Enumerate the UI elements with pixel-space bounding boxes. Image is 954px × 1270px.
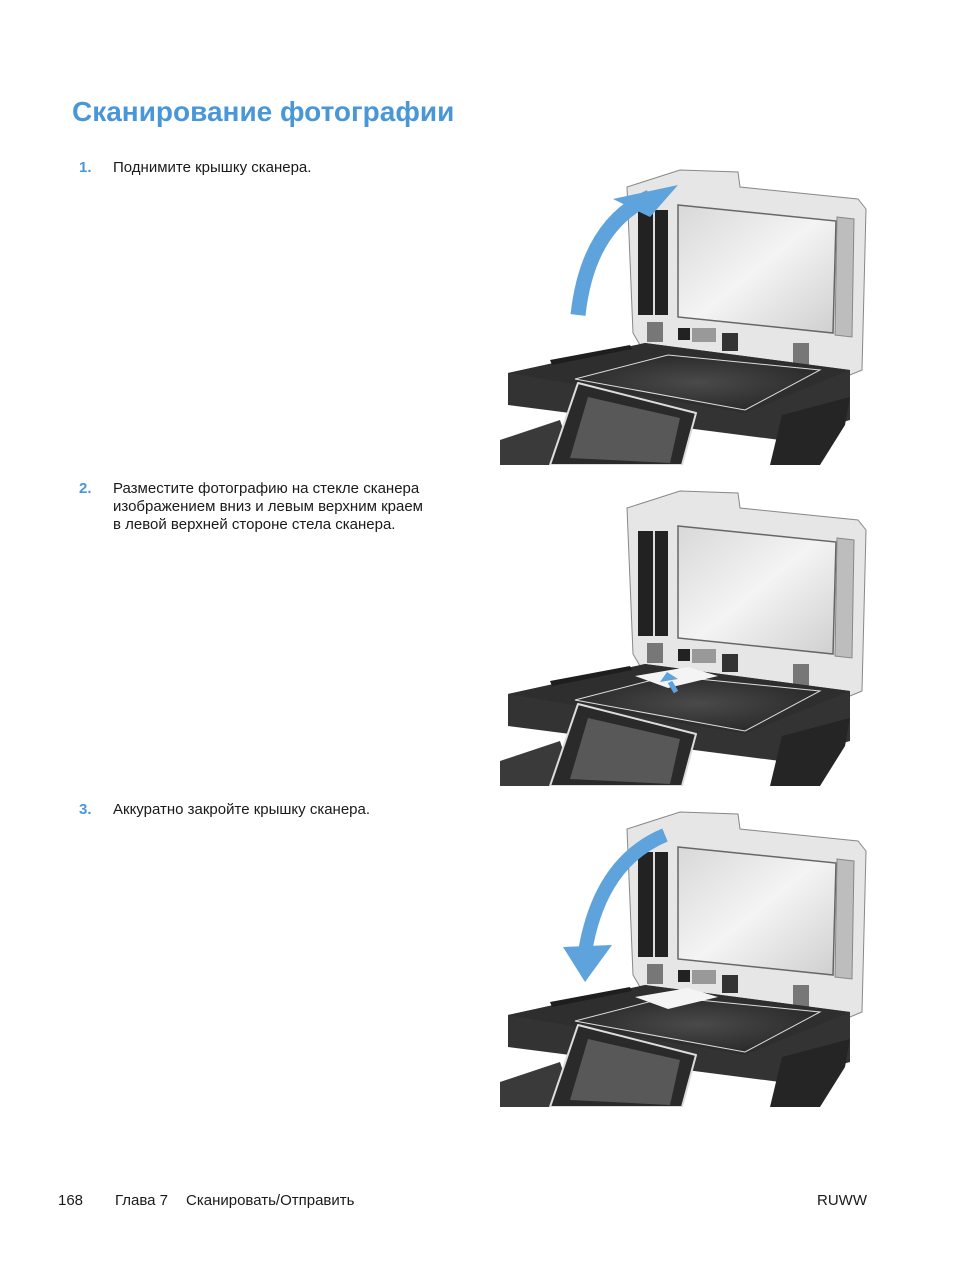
page-number: 168	[58, 1192, 84, 1209]
figure-place-photo	[500, 490, 867, 786]
arrow-down-icon	[563, 828, 668, 982]
figure-close-scanner-lid	[500, 811, 867, 1107]
figure-lift-scanner-lid	[500, 169, 867, 465]
chapter-label: Глава 7	[115, 1192, 169, 1209]
step-number: 2.	[79, 480, 92, 497]
arrow-up-icon	[660, 672, 679, 694]
step-text: Разместите фотографию на стекле сканера …	[113, 480, 423, 533]
page-title: Сканирование фотографии	[72, 96, 455, 127]
locale-code: RUWW	[817, 1192, 867, 1209]
step-text: Аккуратно закройте крышку сканера.	[113, 801, 371, 818]
section-label: Сканировать/Отправить	[186, 1192, 355, 1209]
step-number: 1.	[79, 159, 92, 176]
photo	[635, 667, 718, 688]
step-number: 3.	[79, 801, 92, 818]
arrow-up-icon	[570, 185, 678, 316]
step-text: Поднимите крышку сканера.	[113, 159, 312, 176]
photo	[635, 988, 718, 1009]
